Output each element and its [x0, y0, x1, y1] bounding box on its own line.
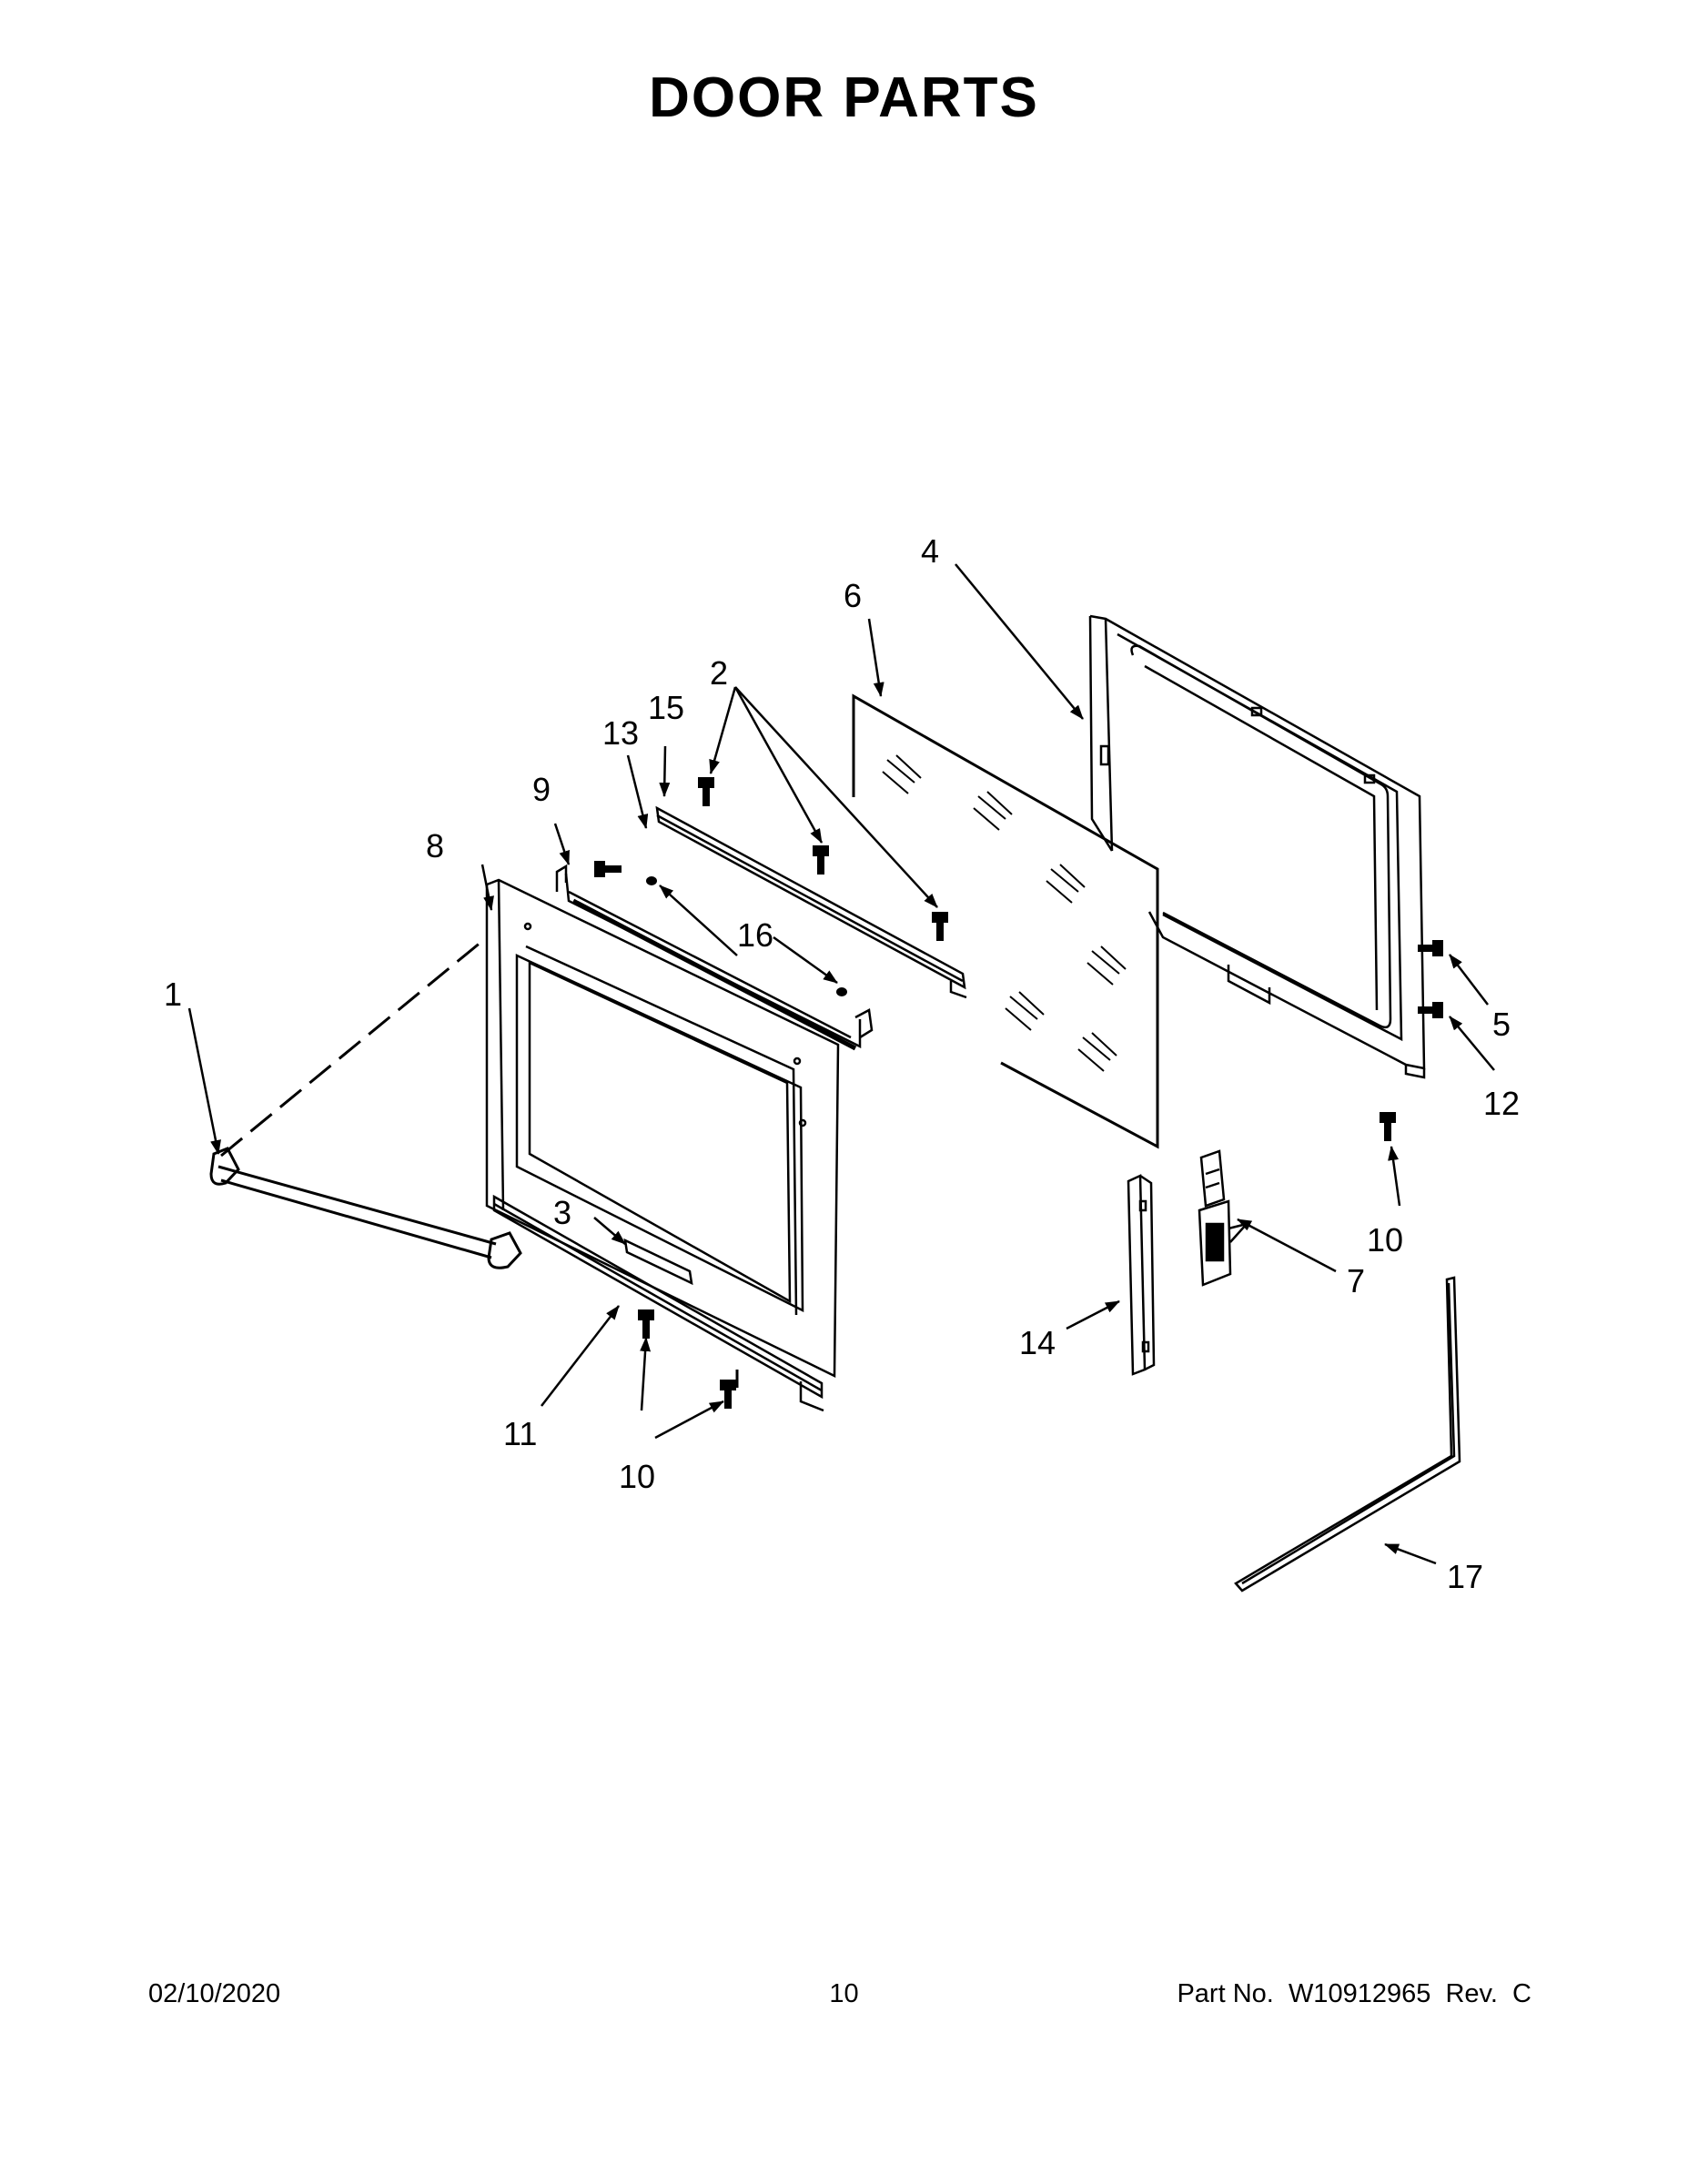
door-glass-part: [852, 693, 1159, 1149]
callout-labels: 1 2 3 4 5 6 7 8 9 10 10 10 11 12 13 14 1…: [164, 532, 1520, 1595]
callout-2: 2: [710, 654, 728, 692]
inner-door-frame-part: [1088, 614, 1426, 1079]
callout-8: 8: [426, 827, 444, 864]
callout-4: 4: [921, 532, 939, 570]
callout-12: 12: [1483, 1085, 1520, 1122]
gasket-part: [1234, 1276, 1461, 1592]
handle-part: [209, 1147, 522, 1269]
callout-10-c: 10: [619, 1458, 655, 1495]
callout-17: 17: [1447, 1558, 1483, 1595]
leader-lines: [187, 563, 1495, 1565]
hinge-channel-part: [1127, 1174, 1156, 1376]
callout-5: 5: [1492, 1006, 1511, 1043]
callout-15: 15: [648, 689, 684, 726]
footer-part-number: Part No. W10912965 Rev. C: [1177, 1979, 1531, 2008]
glass-bracket-part: [555, 864, 874, 1051]
callout-1: 1: [164, 976, 182, 1013]
badge-part: [623, 1238, 693, 1286]
callout-6: 6: [844, 577, 862, 614]
footer-date: 02/10/2020: [148, 1979, 281, 2008]
alignment-lines: [220, 935, 739, 1388]
screw-parts: [594, 777, 1443, 1409]
door-trim-part: [492, 1194, 824, 1412]
glass-retainer-strip-part: [655, 805, 967, 999]
outer-door-panel-part: [485, 878, 840, 1378]
footer-page-number: 10: [829, 1979, 859, 2008]
callout-16: 16: [737, 916, 773, 954]
callout-7: 7: [1347, 1262, 1365, 1299]
callout-13: 13: [602, 714, 639, 752]
callout-11: 11: [503, 1415, 537, 1452]
callout-3: 3: [553, 1194, 571, 1231]
hinge-part: [1198, 1149, 1250, 1287]
callout-9: 9: [532, 771, 551, 808]
callout-10-a: 10: [1367, 1221, 1403, 1259]
callout-14: 14: [1019, 1324, 1056, 1361]
page-title: DOOR PARTS: [649, 66, 1039, 129]
plug-part: [646, 876, 847, 996]
